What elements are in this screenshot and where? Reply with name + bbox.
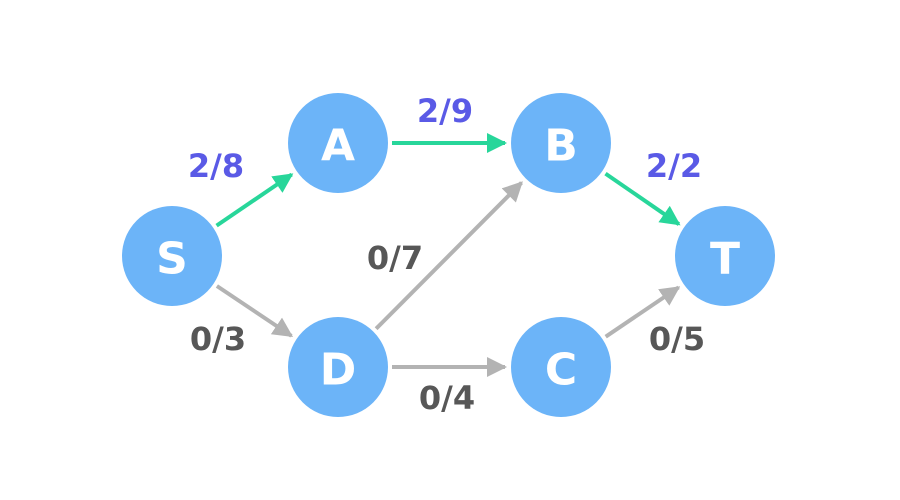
node-t: T bbox=[675, 206, 775, 306]
node-c-label: C bbox=[545, 345, 577, 396]
edge-label-d-b: 0/7 bbox=[367, 239, 423, 277]
node-s-label: S bbox=[156, 234, 188, 285]
nodes: S A B T D C bbox=[122, 93, 775, 417]
node-s: S bbox=[122, 206, 222, 306]
edge-s-a bbox=[215, 172, 294, 228]
node-d-circle bbox=[288, 317, 388, 417]
edge-d-b bbox=[374, 181, 523, 331]
node-b-label: B bbox=[544, 121, 578, 172]
edge-label-s-d: 0/3 bbox=[190, 320, 246, 358]
edge-b-t bbox=[604, 171, 681, 226]
node-t-label: T bbox=[710, 234, 740, 285]
node-d-label: D bbox=[320, 345, 357, 396]
node-b-circle bbox=[511, 93, 611, 193]
node-c-circle bbox=[511, 317, 611, 417]
edges bbox=[215, 133, 681, 377]
edge-c-t bbox=[604, 285, 681, 339]
node-a-label: A bbox=[321, 121, 355, 172]
node-t-circle bbox=[675, 206, 775, 306]
edge-s-d bbox=[215, 284, 294, 338]
node-b: B bbox=[511, 93, 611, 193]
node-a: A bbox=[288, 93, 388, 193]
node-d: D bbox=[288, 317, 388, 417]
node-a-circle bbox=[288, 93, 388, 193]
edge-labels: 2/8 2/9 2/2 0/3 0/7 0/4 0/5 bbox=[188, 92, 705, 417]
edge-label-s-a: 2/8 bbox=[188, 147, 244, 185]
node-c: C bbox=[511, 317, 611, 417]
node-s-circle bbox=[122, 206, 222, 306]
edge-label-d-c: 0/4 bbox=[419, 379, 475, 417]
edge-label-b-t: 2/2 bbox=[646, 147, 702, 185]
edge-label-a-b: 2/9 bbox=[417, 92, 473, 130]
edge-label-c-t: 0/5 bbox=[649, 320, 705, 358]
